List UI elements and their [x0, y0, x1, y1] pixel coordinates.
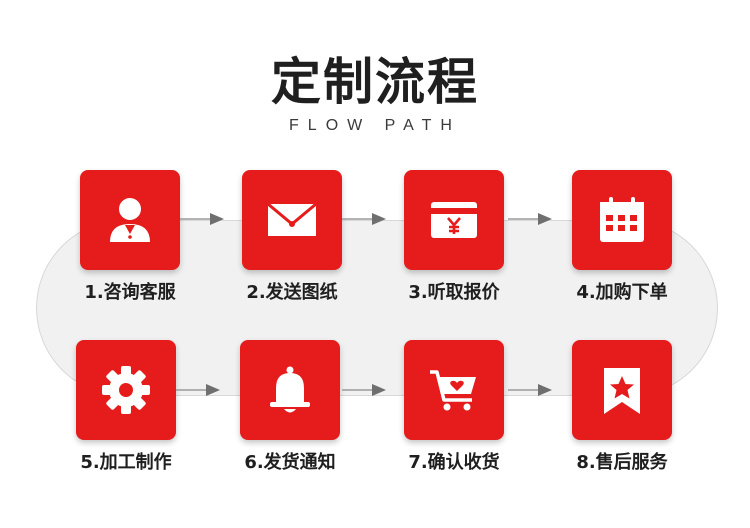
shopping-cart-heart-icon [430, 370, 476, 411]
step-6-box [240, 340, 340, 440]
step-6: 6.发货通知 [220, 340, 360, 474]
step-3: 3.听取报价 [384, 170, 524, 304]
step-5-label: 5.加工制作 [80, 452, 172, 473]
bell-icon [270, 366, 310, 413]
step-1: 1.咨询客服 [60, 170, 200, 304]
page-title: 定制流程 [271, 53, 479, 111]
arrow-right-icon [342, 384, 386, 396]
step-3-label: 3.听取报价 [408, 282, 500, 303]
step-7-box [404, 340, 504, 440]
step-5-box [76, 340, 176, 440]
step-2-label: 2.发送图纸 [246, 282, 338, 303]
arrow-right-icon [508, 384, 552, 396]
step-8: 8.售后服务 [552, 340, 692, 474]
yen-card-icon [431, 202, 477, 238]
step-1-label: 1.咨询客服 [84, 282, 176, 303]
arrow-right-icon [508, 213, 552, 225]
step-8-label: 8.售后服务 [576, 452, 668, 473]
step-5: 5.加工制作 [56, 340, 196, 474]
arrow-right-icon [180, 213, 224, 225]
page-subtitle: FLOW PATH [289, 117, 461, 134]
star-badge-icon [604, 368, 640, 414]
step-4-box [572, 170, 672, 270]
step-8-box [572, 340, 672, 440]
arrow-right-icon [342, 213, 386, 225]
step-4: 4.加购下单 [552, 170, 692, 304]
arrow-right-icon [176, 384, 220, 396]
step-7: 7.确认收货 [384, 340, 524, 474]
step-1-box [80, 170, 180, 270]
gear-icon [102, 366, 150, 414]
customer-service-icon [110, 198, 150, 242]
step-2-box [242, 170, 342, 270]
calendar-icon [600, 197, 644, 242]
step-7-label: 7.确认收货 [408, 452, 500, 473]
step-2: 2.发送图纸 [222, 170, 362, 304]
envelope-icon [267, 202, 317, 236]
step-6-label: 6.发货通知 [244, 452, 336, 473]
step-4-label: 4.加购下单 [576, 282, 668, 303]
step-3-box [404, 170, 504, 270]
